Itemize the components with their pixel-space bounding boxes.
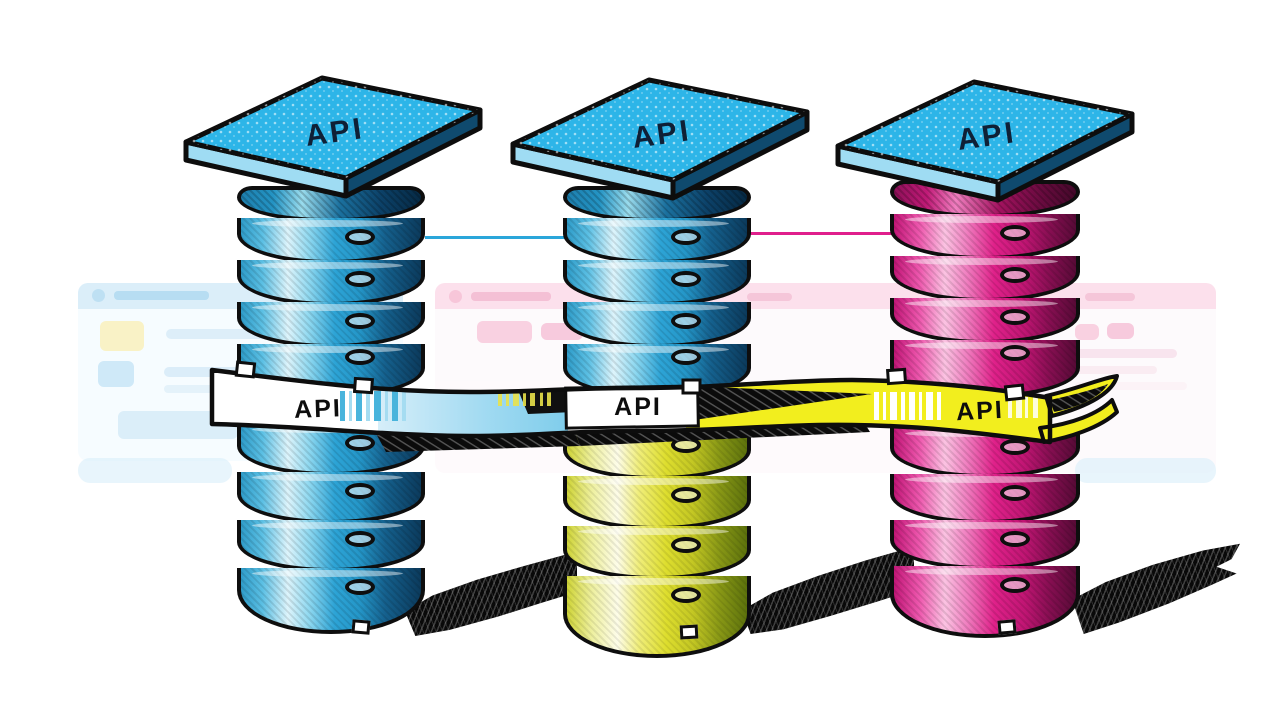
disc-handle	[671, 537, 702, 553]
pink-chip	[1075, 324, 1099, 340]
disc-handle	[999, 485, 1030, 501]
platform-speckle	[186, 78, 480, 178]
platform-api-label: API	[303, 112, 366, 153]
platform-api-label: API	[630, 114, 693, 155]
disc-handle	[999, 439, 1030, 455]
blue-chip	[98, 361, 134, 387]
disc	[237, 302, 425, 348]
disc-handle	[671, 229, 702, 245]
base-port	[679, 624, 699, 640]
cyan-connector-line	[425, 236, 565, 239]
placeholder-line	[1075, 382, 1187, 390]
band-api-label-left: API	[294, 394, 343, 424]
pink-button	[477, 321, 532, 343]
disc-handle	[671, 271, 702, 287]
disc-handle	[671, 313, 702, 329]
disc-handle	[671, 349, 702, 365]
base-port	[351, 619, 371, 635]
barcode-right-tail	[1008, 397, 1038, 418]
placeholder-line	[1075, 349, 1177, 358]
background-bar-right	[1075, 458, 1216, 483]
platform-speckle	[838, 82, 1132, 182]
disc-handle	[345, 229, 376, 245]
platform-speckle	[513, 80, 807, 180]
disc-handle	[999, 309, 1030, 325]
band-ports	[234, 360, 1026, 402]
disc-handle	[671, 487, 702, 503]
header-text-bar	[1085, 293, 1135, 301]
api-platform-middle: API	[510, 77, 810, 201]
disc	[890, 566, 1080, 638]
placeholder-line	[166, 329, 296, 339]
api-platform-left: API	[183, 75, 483, 199]
pink-chip	[1107, 323, 1134, 339]
header-text-bar	[747, 293, 792, 301]
background-bar-left	[78, 458, 232, 483]
disc-handle	[999, 577, 1030, 593]
platform-api-label: API	[955, 116, 1018, 157]
disc	[890, 256, 1080, 302]
disc-handle	[999, 225, 1030, 241]
disc-handle	[999, 531, 1030, 547]
barcode-left	[340, 391, 406, 421]
header-title-bar	[114, 291, 209, 300]
disc-handle	[999, 345, 1030, 361]
header-icon	[92, 289, 105, 302]
disc-handle	[345, 271, 376, 287]
disc	[237, 568, 425, 634]
band-api-label-right: API	[955, 396, 1004, 426]
disc-handle	[345, 349, 376, 365]
api-platform-right: API	[835, 79, 1135, 203]
placeholder-line	[1075, 366, 1157, 374]
band-underside	[690, 386, 872, 420]
database-stack-middle-upper	[563, 186, 751, 398]
base-port	[997, 619, 1017, 635]
band-api-label-middle: API	[614, 393, 662, 421]
database-stack-left-lower	[237, 424, 425, 634]
disc	[563, 576, 751, 658]
band-curl-lip	[1038, 398, 1119, 444]
disc	[890, 214, 1080, 260]
disc-handle	[671, 587, 702, 603]
yellow-chip	[100, 321, 144, 351]
magenta-connector-line	[751, 232, 892, 235]
header-icon	[449, 290, 462, 303]
disc-handle	[999, 267, 1030, 283]
disc-handle	[345, 531, 376, 547]
barcode-right	[874, 392, 941, 420]
band-curl-inner	[1050, 384, 1108, 412]
disc	[563, 526, 751, 580]
band-outline	[209, 367, 1053, 445]
disc-handle	[345, 579, 376, 595]
barcode-mid	[498, 386, 551, 406]
header-title-bar	[471, 292, 551, 301]
disc-handle	[345, 313, 376, 329]
disc	[563, 260, 751, 306]
disc-handle	[345, 483, 376, 499]
disc-handle	[345, 435, 376, 451]
disc	[237, 520, 425, 572]
